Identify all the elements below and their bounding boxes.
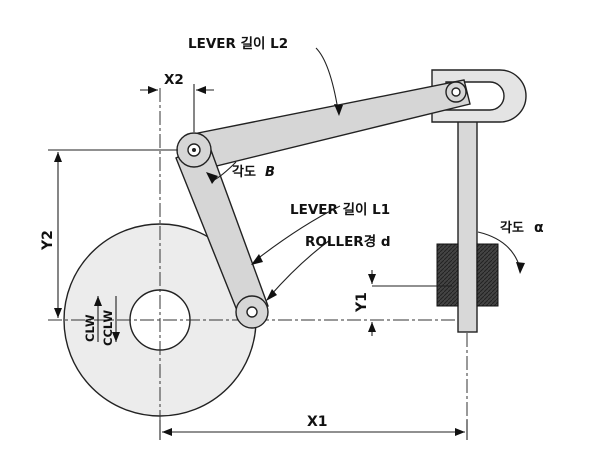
x1-label: X1: [307, 414, 328, 430]
y1-label: Y1: [354, 292, 370, 313]
guide-block-left: [436, 243, 459, 307]
dimension-x2: [140, 84, 214, 132]
push-rod: [436, 99, 499, 333]
leader-lines: [251, 47, 343, 301]
dimension-y1: [368, 270, 452, 336]
pivot-pin-icon: [176, 132, 212, 168]
angle-b-label-prefix: 각도: [232, 165, 256, 180]
cclw-label: CCLW: [101, 310, 115, 346]
rotation-arrows: [94, 296, 120, 342]
lever-l1-label: LEVER 길이 L1: [290, 201, 390, 218]
angle-b-label-symbol: B: [265, 165, 275, 180]
dimension-y2: [48, 149, 178, 318]
angle-alpha-label-symbol: α: [534, 220, 544, 236]
roller-label: ROLLER경 d: [305, 233, 390, 250]
lever-l2-arm: [187, 79, 471, 172]
x2-label: X2: [164, 72, 184, 88]
clw-label: CLW: [83, 314, 97, 342]
dimension-x1: [159, 420, 468, 440]
angle-alpha-arrow: [477, 231, 525, 274]
roller-icon: [235, 295, 269, 329]
angle-alpha-label-prefix: 각도: [500, 221, 524, 236]
guide-block-right: [476, 243, 499, 307]
y2-label: Y2: [40, 230, 56, 251]
lever-l2-label: LEVER 길이 L2: [188, 35, 288, 52]
angle-b-arrow: [206, 161, 237, 184]
